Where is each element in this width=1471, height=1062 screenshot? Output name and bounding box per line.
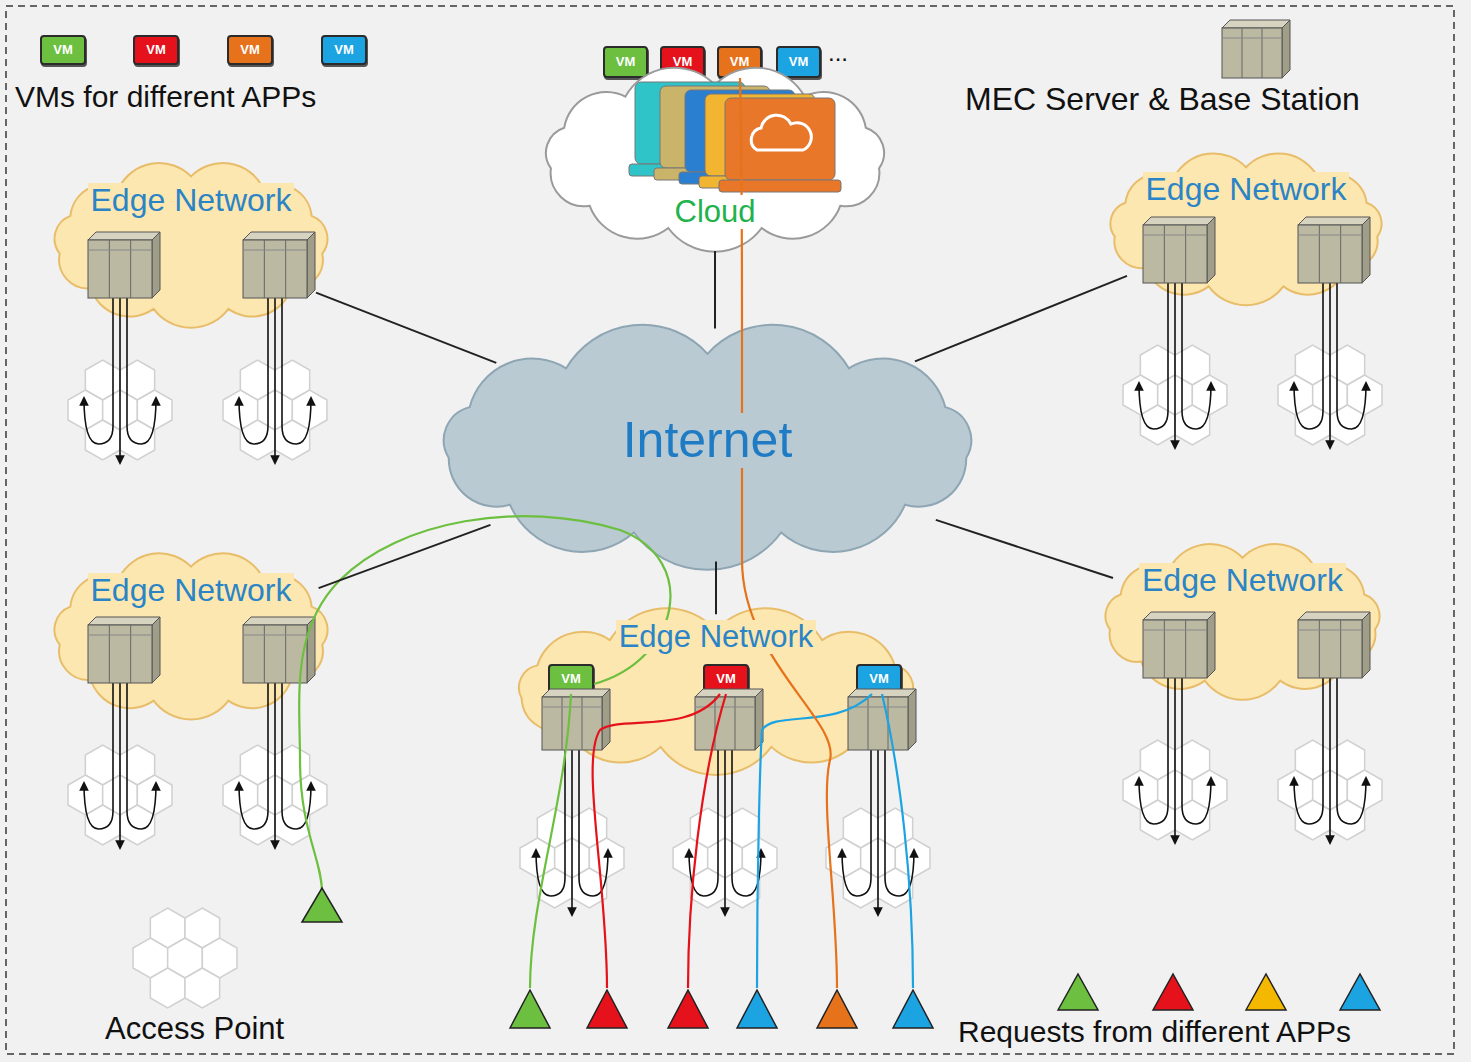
request-path xyxy=(757,694,872,988)
cloud-label: Cloud xyxy=(672,195,759,229)
vm-label: VM xyxy=(730,55,750,69)
mec-server-icon xyxy=(695,689,763,750)
illustration-group xyxy=(68,20,1382,1028)
request-path xyxy=(740,78,837,988)
request-triangle xyxy=(817,990,857,1028)
legend-caption: VMs for different APPs xyxy=(15,80,316,113)
vm-icon: VM xyxy=(321,35,367,65)
cloud-label: Edge Network xyxy=(616,620,817,654)
network-link xyxy=(319,525,491,588)
mec-server-icon xyxy=(88,617,160,683)
legend-caption: Requests from different APPs xyxy=(958,1015,1351,1048)
link-arrows xyxy=(1139,678,1211,843)
mec-server-icon xyxy=(1222,20,1290,78)
request-path xyxy=(299,516,670,892)
link-arrows xyxy=(689,750,761,915)
link-arrows xyxy=(1139,283,1211,448)
network-link xyxy=(936,520,1113,578)
cloud-label: Edge Network xyxy=(1143,172,1350,207)
legend-caption: Access Point xyxy=(105,1012,284,1046)
vm-icon: VM xyxy=(40,35,86,65)
network-link xyxy=(915,276,1127,361)
link-arrows xyxy=(842,750,914,915)
vm-label: VM xyxy=(334,43,354,57)
legend-caption: MEC Server & Base Station xyxy=(965,82,1360,117)
request-triangle xyxy=(302,888,342,922)
vm-label: VM xyxy=(673,55,693,69)
request-path xyxy=(688,694,726,988)
vm-icon: VM xyxy=(776,46,821,78)
vm-label: VM xyxy=(53,43,73,57)
request-triangle xyxy=(1246,974,1286,1010)
cloud-label: Edge Network xyxy=(88,183,295,218)
mec-server-icon xyxy=(1143,217,1215,283)
cloud-label: Edge Network xyxy=(1139,563,1346,598)
request-triangle xyxy=(737,990,777,1028)
mec-server-icon xyxy=(542,689,610,750)
cloud-symbol xyxy=(751,115,811,150)
mec-server-icon xyxy=(1143,612,1215,678)
ellipsis: ... xyxy=(828,40,848,66)
request-triangle xyxy=(668,990,708,1028)
request-triangle xyxy=(893,990,933,1028)
request-triangle xyxy=(1340,974,1380,1010)
vm-label: VM xyxy=(616,55,636,69)
vm-label: VM xyxy=(561,672,581,686)
network-link xyxy=(316,293,496,363)
mec-server-icon xyxy=(1298,612,1370,678)
request-triangle xyxy=(1153,974,1193,1010)
link-arrows xyxy=(1294,678,1366,843)
mec-server-icon xyxy=(88,232,160,298)
vm-icon: VM xyxy=(133,35,179,65)
dashed-frame xyxy=(6,6,1454,1054)
link-arrows xyxy=(239,298,311,463)
vm-icon: VM xyxy=(227,35,273,65)
vm-label: VM xyxy=(146,43,166,57)
vm-label: VM xyxy=(240,43,260,57)
cloud-label: Edge Network xyxy=(88,573,295,608)
request-path xyxy=(882,694,913,988)
access-point-cells xyxy=(133,908,237,1008)
cloud-computer-icon xyxy=(719,98,841,192)
request-triangle xyxy=(587,990,627,1028)
link-arrows xyxy=(84,298,156,463)
internet-label: Internet xyxy=(620,413,796,468)
vm-label: VM xyxy=(789,55,809,69)
mec-server-icon xyxy=(243,232,315,298)
link-arrows xyxy=(84,683,156,848)
vm-icon: VM xyxy=(603,46,648,78)
network-link xyxy=(714,251,716,328)
request-path xyxy=(530,694,571,988)
vm-label: VM xyxy=(869,672,889,686)
mec-server-icon xyxy=(1298,217,1370,283)
link-arrows xyxy=(1294,283,1366,448)
vm-label: VM xyxy=(716,672,736,686)
network-link xyxy=(715,561,717,614)
request-path xyxy=(593,694,720,988)
request-triangle xyxy=(510,990,550,1028)
request-triangle xyxy=(1058,974,1098,1010)
